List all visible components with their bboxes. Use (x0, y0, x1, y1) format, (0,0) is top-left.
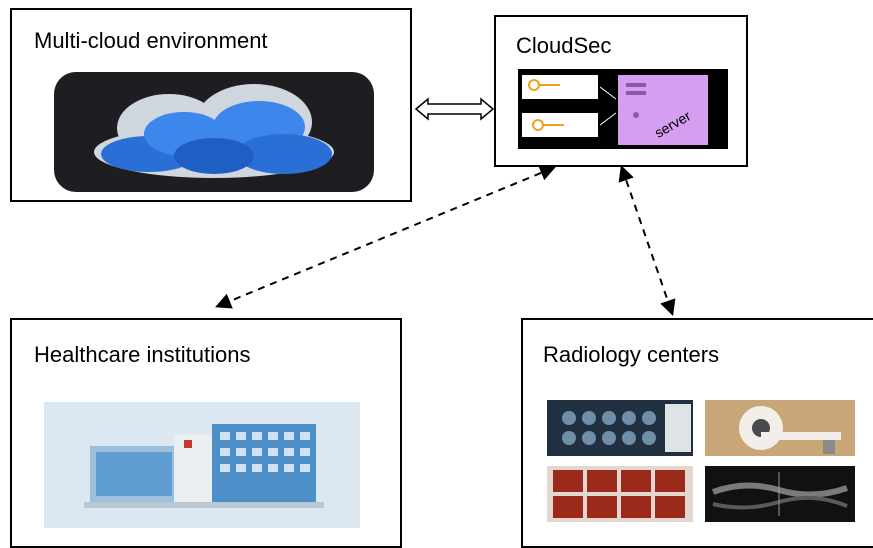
server-icon: server (518, 69, 728, 149)
cloudsec-box: CloudSec server (494, 15, 748, 167)
cloudsec-title: CloudSec (516, 33, 612, 58)
dashed-arrow-cloudsec-healthcare (215, 165, 556, 309)
ultrasound-grid-image (547, 466, 693, 522)
radiology-box: Radiology centers (521, 318, 873, 548)
radiology-title: Radiology centers (543, 342, 720, 367)
cloud-icon (54, 72, 374, 192)
ultrasound-scan-image (705, 466, 855, 522)
bidirectional-hollow-arrow (414, 97, 495, 121)
hospital-building-icon (44, 402, 360, 528)
radiology-images (547, 400, 863, 526)
xray-film-image (547, 400, 693, 456)
dashed-arrow-cloudsec-radiology (618, 164, 676, 317)
multicloud-box: Multi-cloud environment (10, 8, 412, 202)
multicloud-title: Multi-cloud environment (34, 28, 268, 53)
ct-scanner-image (705, 400, 855, 456)
healthcare-box: Healthcare institutions (10, 318, 402, 548)
healthcare-title: Healthcare institutions (34, 342, 251, 367)
